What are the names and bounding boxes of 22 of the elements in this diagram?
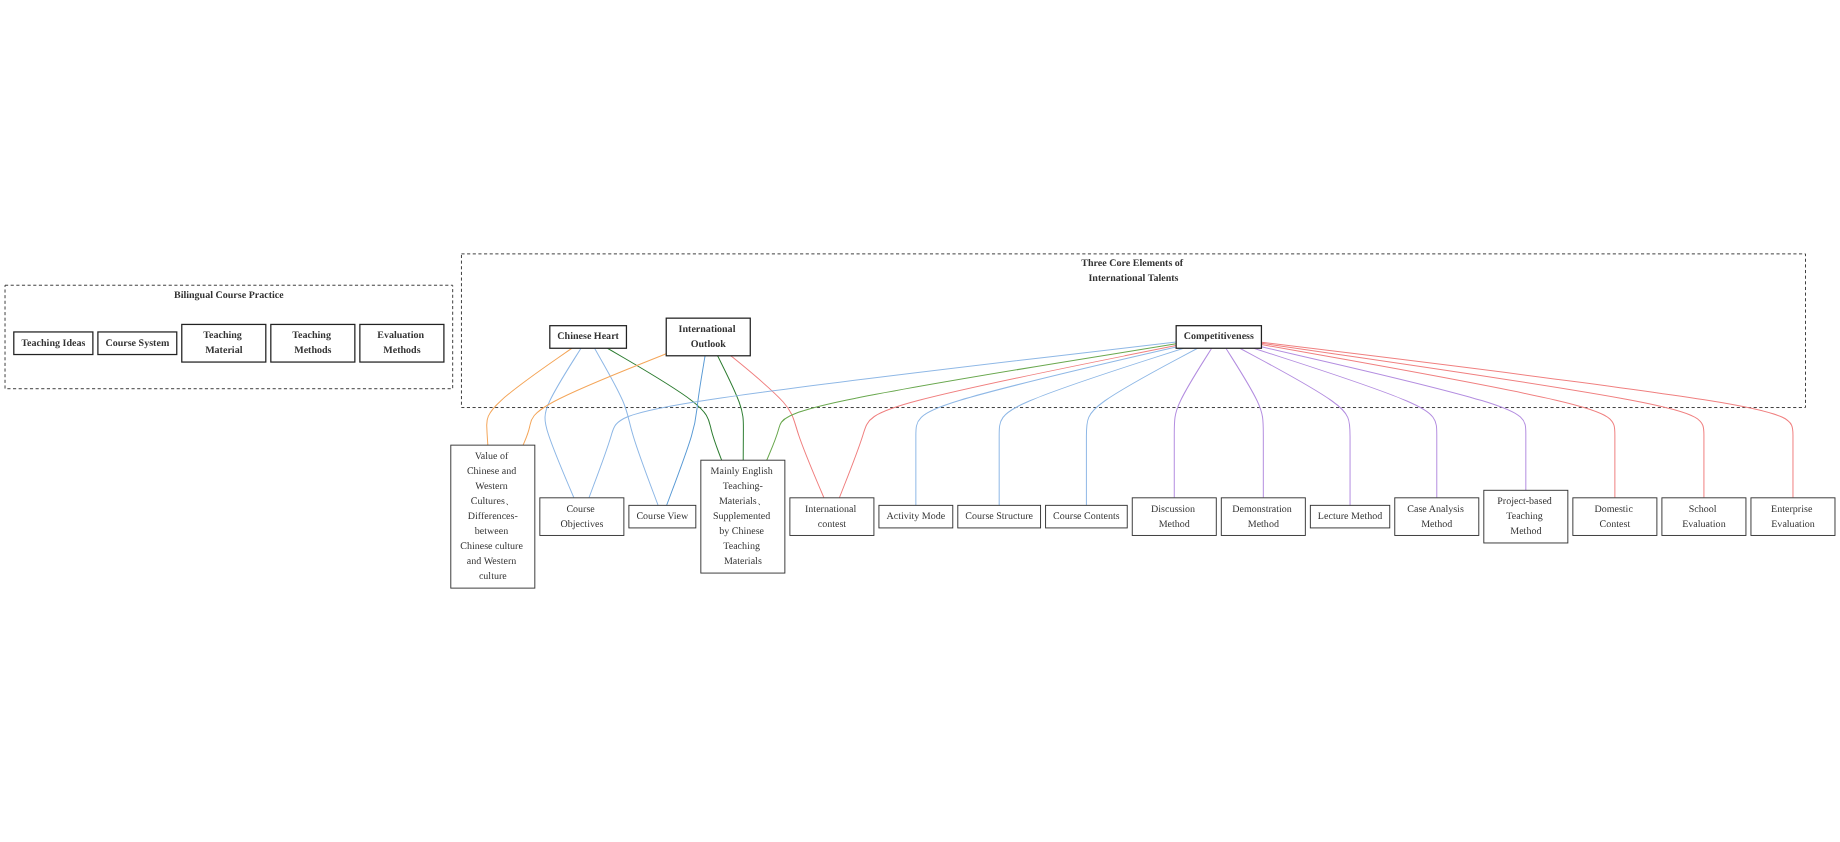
connector: [838, 345, 1177, 499]
connector: [1085, 347, 1199, 506]
connector: [717, 355, 744, 461]
connector: [1239, 347, 1351, 506]
connector: [998, 347, 1185, 506]
connector: [1225, 347, 1264, 499]
connector: [1253, 347, 1438, 499]
connector: [766, 343, 1177, 461]
connector: [486, 347, 573, 446]
connector: [594, 347, 659, 506]
connector: [1260, 344, 1616, 499]
connector: [1260, 346, 1527, 491]
connector: [606, 347, 723, 461]
connector: [915, 346, 1177, 506]
connector: [1260, 342, 1705, 499]
connector: [588, 341, 1177, 499]
connector: [522, 353, 667, 446]
connector: [666, 355, 706, 506]
connector: [544, 347, 582, 499]
connector: [1173, 347, 1213, 499]
connector: [730, 355, 825, 499]
connector: [1260, 341, 1794, 499]
